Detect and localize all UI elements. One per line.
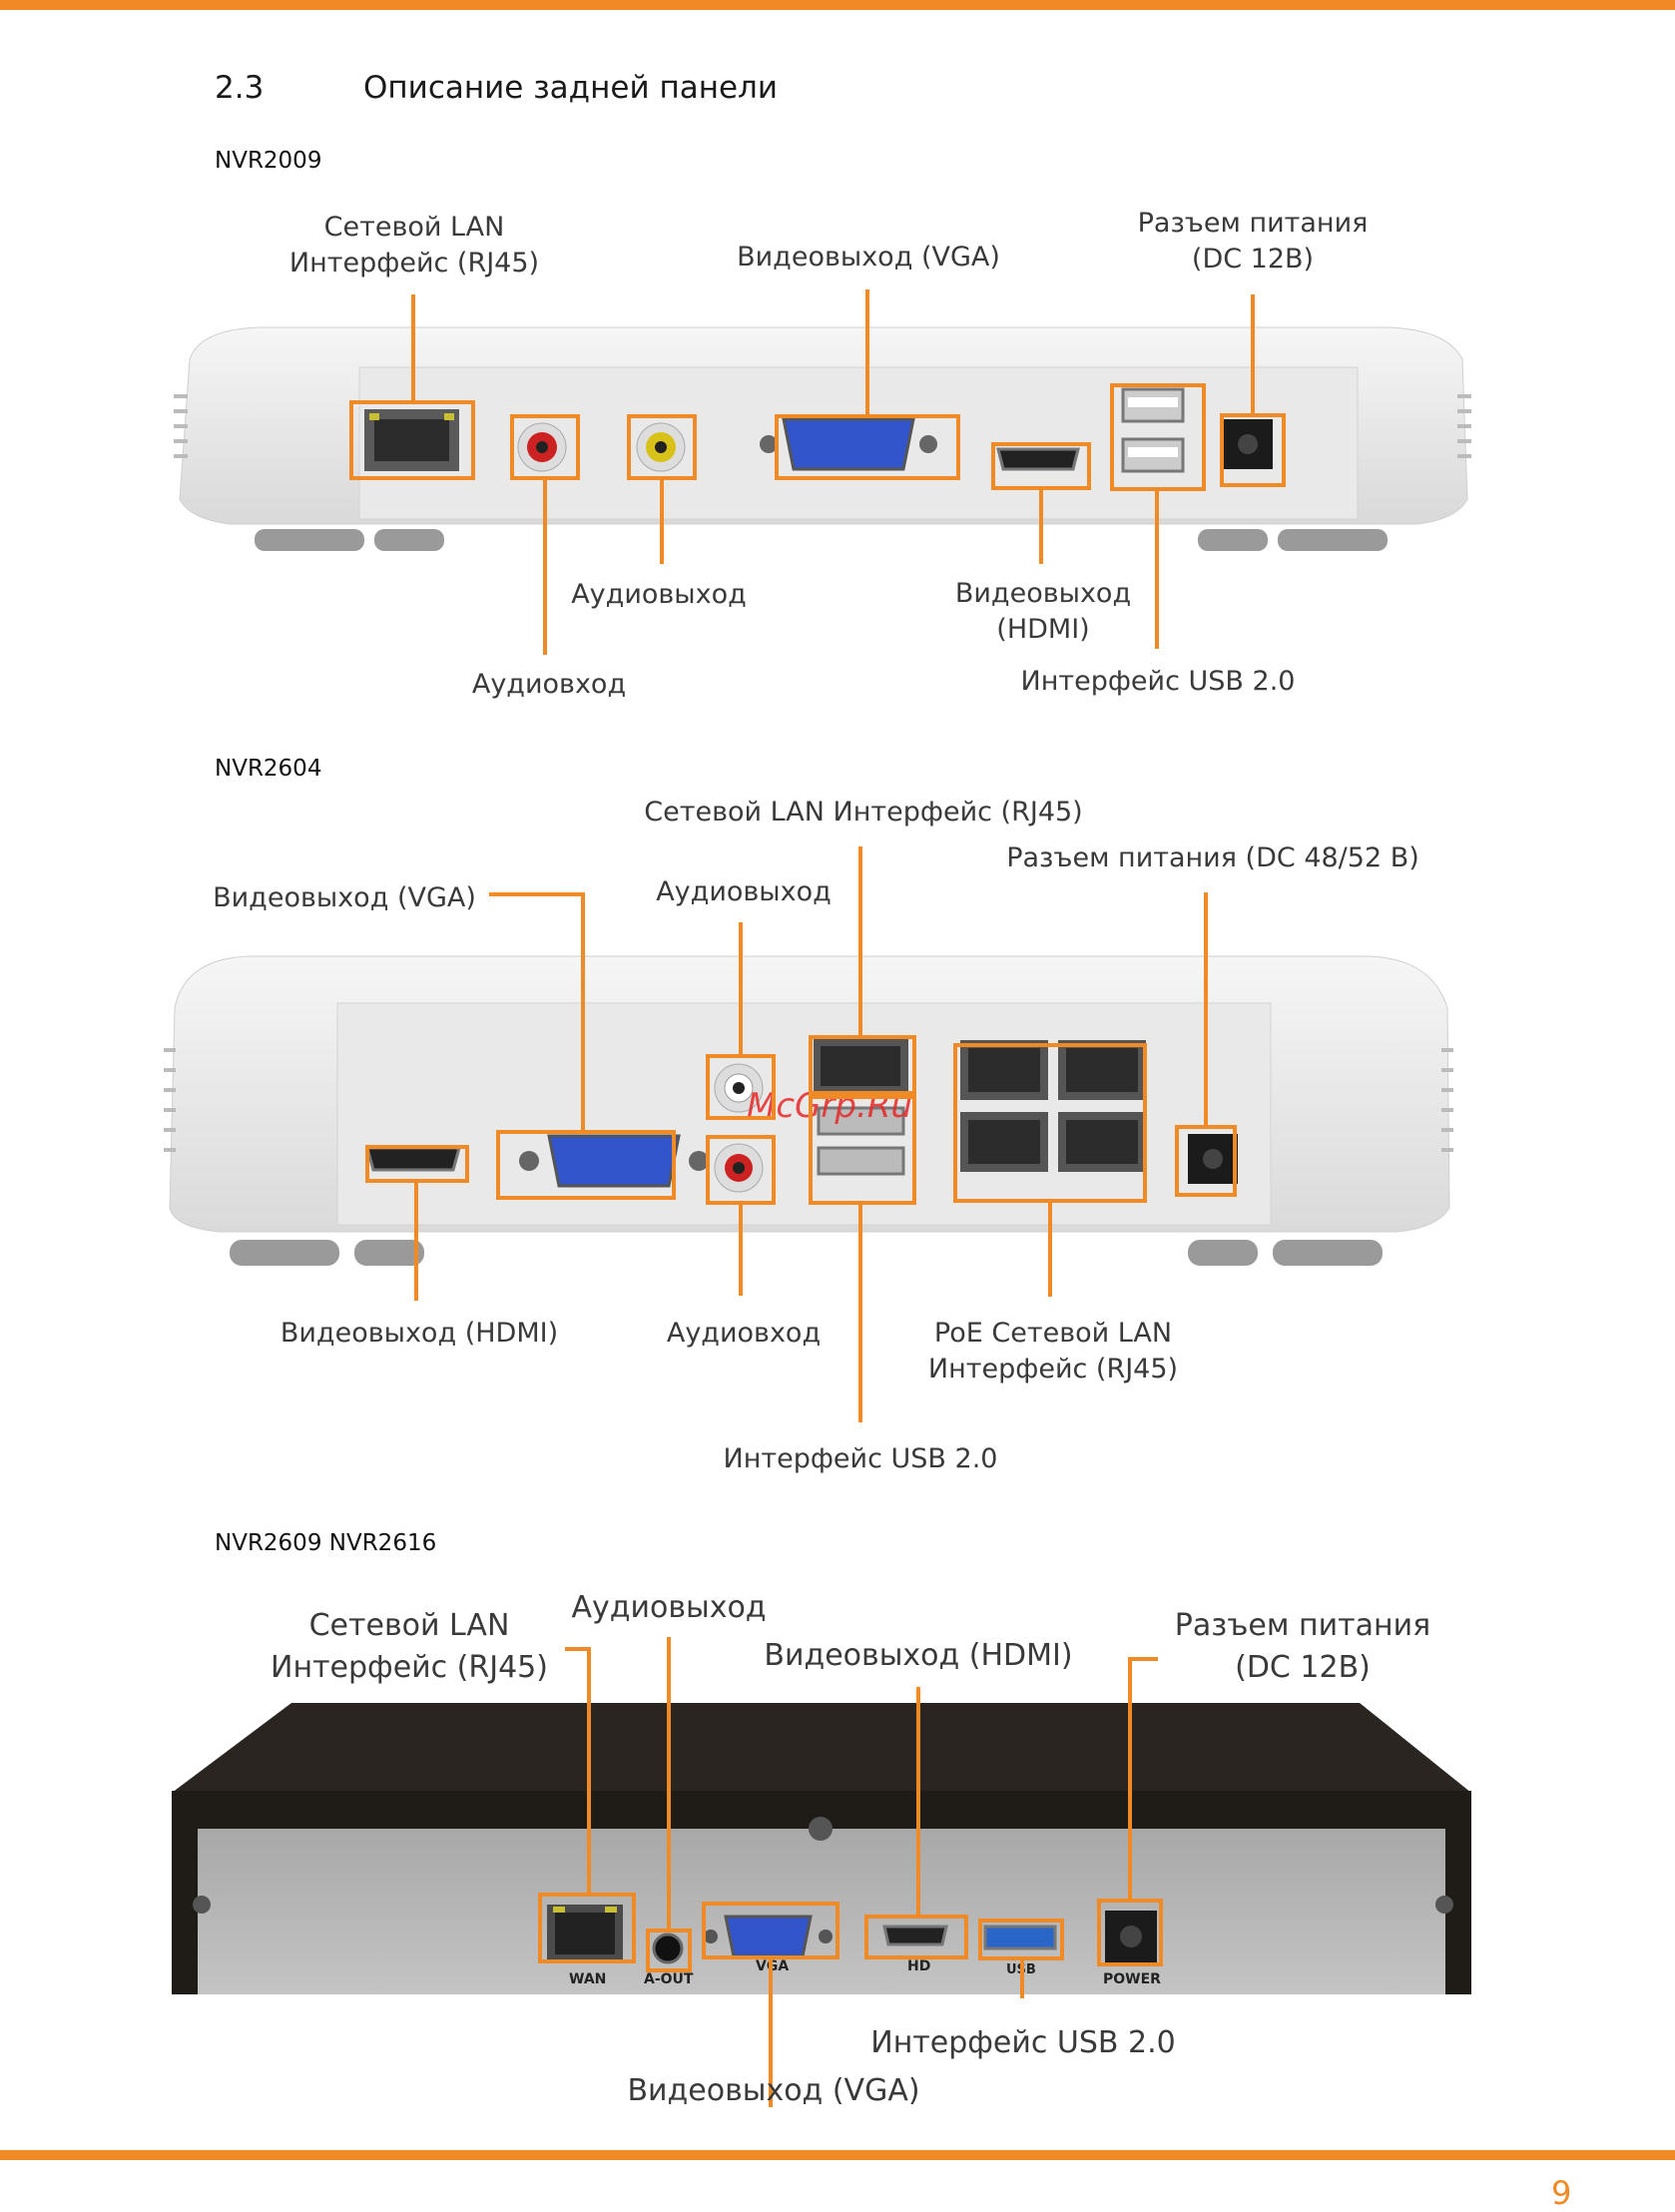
nvr2609-audio-out-leader <box>667 1637 671 1931</box>
top-accent-bar <box>0 0 1675 10</box>
nvr2609-usb-highlight <box>978 1919 1064 1960</box>
nvr2609-vga-highlight <box>702 1902 839 1959</box>
nvr2009-hdmi-label: Видеовыход (HDMI) <box>954 578 1132 645</box>
nvr2609-usb-leader <box>1020 1958 1024 1998</box>
nvr2604-usb-label: Интерфейс USB 2.0 <box>723 1443 998 1474</box>
nvr2604-power-leader <box>1204 892 1208 1127</box>
nvr2604-hdmi-leader <box>414 1181 418 1301</box>
nvr2604-hdmi-highlight <box>365 1145 469 1183</box>
nvr2009-usb-highlight <box>1110 383 1206 491</box>
nvr2604-audio-out-highlight <box>706 1054 776 1120</box>
nvr2609-vga-label: Видеовыход (VGA) <box>627 2073 920 2108</box>
section-title: Описание задней панели <box>363 70 779 106</box>
nvr2009-lan-highlight <box>349 400 475 480</box>
nvr2604-poe-leader <box>1048 1201 1052 1297</box>
nvr2009-lan-label: Сетевой LAN Интерфейс (RJ45) <box>288 212 540 278</box>
nvr2009-audio-out-label: Аудиовыход <box>571 579 747 610</box>
nvr2604-poe-highlight <box>953 1043 1147 1203</box>
nvr2609-power-highlight <box>1097 1899 1163 1966</box>
nvr2009-usb-leader <box>1155 489 1159 649</box>
nvr2609-audio-out-highlight <box>646 1929 692 1972</box>
nvr2604-audio-out-label: Аудиовыход <box>656 876 832 907</box>
section-number: 2.3 <box>215 70 265 106</box>
nvr2604-poe-label: PoE Сетевой LAN Интерфейс (RJ45) <box>927 1318 1179 1384</box>
nvr2009-power-label: Разъем питания (DC 12В) <box>1137 208 1369 275</box>
nvr2604-lan-highlight <box>809 1035 916 1095</box>
nvr2609-power-leader-h <box>1128 1657 1158 1661</box>
nvr2009-device-image <box>174 326 1471 551</box>
nvr2604-hdmi-label: Видеовыход (HDMI) <box>279 1318 559 1349</box>
nvr2609-lan-leader-v <box>587 1647 591 1895</box>
nvr2604-vga-leader-v <box>581 892 585 1132</box>
model-nvr2009: NVR2009 <box>215 148 322 174</box>
nvr2009-vga-highlight <box>775 414 960 480</box>
nvr2609-power-leader-v <box>1128 1657 1132 1901</box>
nvr2604-power-label: Разъем питания (DC 48/52 В) <box>1006 842 1419 873</box>
model-nvr2604: NVR2604 <box>215 756 322 782</box>
nvr2609-vga-leader <box>769 1957 773 2107</box>
nvr2604-lan-label: Сетевой LAN Интерфейс (RJ45) <box>644 797 1083 828</box>
nvr2009-vga-leader <box>865 289 869 416</box>
bottom-accent-bar <box>0 2150 1675 2160</box>
port-label-hd: HD <box>907 1958 931 1974</box>
nvr2009-audio-in-highlight <box>510 414 580 480</box>
page-number: 9 <box>1551 2174 1572 2212</box>
nvr2609-hdmi-leader <box>916 1687 920 1917</box>
nvr2009-vga-label: Видеовыход (VGA) <box>737 242 1000 273</box>
nvr2604-audio-out-leader <box>739 922 743 1056</box>
nvr2609-lan-label: Сетевой LAN Интерфейс (RJ45) <box>271 1608 548 1685</box>
nvr2009-usb-label: Интерфейс USB 2.0 <box>1020 666 1296 697</box>
nvr2609-usb-label: Интерфейс USB 2.0 <box>870 2025 1176 2060</box>
nvr2604-vga-leader-h <box>489 892 585 896</box>
nvr2609-lan-highlight <box>538 1893 636 1963</box>
nvr2009-hdmi-highlight <box>991 442 1091 490</box>
port-label-aout: A-OUT <box>644 1971 694 1987</box>
nvr2609-device-image <box>172 1703 1471 1994</box>
nvr2609-hdmi-highlight <box>864 1915 968 1959</box>
nvr2604-usb-leader <box>858 1203 862 1422</box>
nvr2604-vga-highlight <box>496 1130 676 1200</box>
nvr2009-audio-out-leader <box>660 478 664 564</box>
nvr2009-lan-leader <box>411 294 415 402</box>
nvr2604-usb-highlight <box>809 1095 916 1205</box>
nvr2009-audio-out-highlight <box>627 414 697 480</box>
nvr2009-audio-in-label: Аудиовход <box>471 669 627 700</box>
nvr2609-hdmi-label: Видеовыход (HDMI) <box>764 1638 1073 1673</box>
nvr2604-vga-label: Видеовыход (VGA) <box>213 882 476 913</box>
nvr2009-hdmi-leader <box>1039 488 1043 564</box>
nvr2009-power-leader <box>1251 294 1255 415</box>
nvr2009-power-highlight <box>1220 413 1286 487</box>
nvr2604-audio-in-leader <box>739 1203 743 1296</box>
nvr2604-audio-in-highlight <box>706 1135 776 1205</box>
nvr2604-audio-in-label: Аудиовход <box>666 1318 822 1349</box>
nvr2604-lan-leader <box>858 846 862 1037</box>
nvr2604-power-highlight <box>1175 1125 1237 1197</box>
nvr2609-audio-out-label: Аудиовыход <box>571 1590 767 1625</box>
nvr2609-power-label: Разъем питания (DC 12В) <box>1174 1608 1431 1685</box>
port-label-power: POWER <box>1103 1971 1161 1987</box>
port-label-wan: WAN <box>569 1971 607 1987</box>
nvr2609-lan-leader-h <box>565 1647 591 1651</box>
nvr2009-audio-in-leader <box>543 478 547 655</box>
model-nvr2609-nvr2616: NVR2609 NVR2616 <box>215 1530 437 1556</box>
